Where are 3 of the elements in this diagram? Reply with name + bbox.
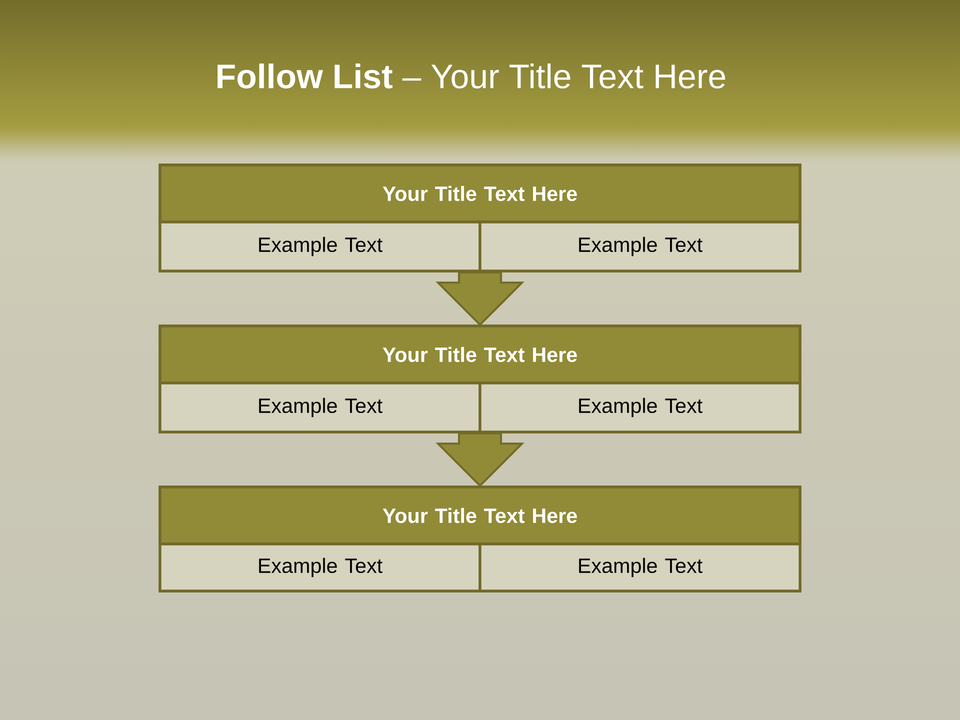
slide-title: Follow List – Your Title Text Here bbox=[218, 64, 726, 88]
block-arrow bbox=[436, 271, 524, 326]
block-arrow bbox=[436, 432, 524, 488]
